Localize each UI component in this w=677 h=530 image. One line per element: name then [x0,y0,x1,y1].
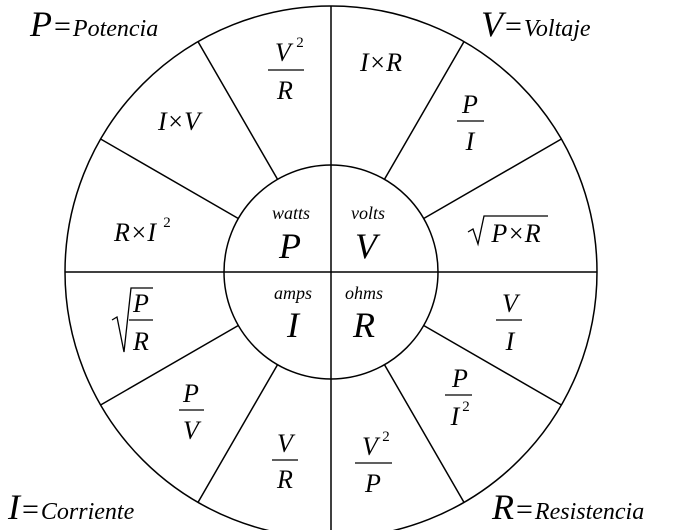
legend-power-equals: = [54,10,71,43]
legend-power-symbol: P [30,4,52,44]
formula-p-over-v: P V [179,379,204,445]
volts-label: volts [351,203,385,223]
amps-label: amps [274,283,312,303]
legend-current-equals: = [22,493,39,526]
formula-i-times-r: I×R [359,48,402,77]
formula-sqrt-p-over-r: P R [111,287,153,356]
svg-text:2: 2 [296,35,304,51]
svg-text:V: V [277,429,296,458]
legend-resistance-symbol: R [492,487,514,527]
formula-v2-over-p: V 2 P [355,429,392,498]
radical-sign [111,287,153,353]
legend-power-word: Potencia [72,16,159,42]
legend-voltage-symbol: V [481,4,503,44]
legend-current: I=Corriente [8,489,134,525]
formula-v2-over-r: V 2 R [268,35,304,105]
svg-text:P: P [364,469,381,498]
radical-sign [467,215,548,247]
svg-text:P: P [461,90,478,119]
power-symbol: P [278,226,301,266]
svg-text:R: R [132,327,149,356]
legend-current-symbol: I [8,487,20,527]
formula-r-times-i2: R×I 2 [113,215,171,247]
sector-dividers [65,6,597,530]
svg-text:I: I [505,327,516,356]
svg-text:I: I [465,127,476,156]
watts-label: watts [272,203,310,223]
legend-resistance-equals: = [516,493,533,526]
svg-text:R×I: R×I [113,218,157,247]
formula-p-over-i: P I [457,90,484,156]
formula-sqrt-p-times-r: P×R [467,215,548,248]
voltage-symbol: V [355,226,381,266]
svg-text:P: P [451,364,468,393]
ohms-label: ohms [345,283,383,303]
formula-v-over-r: V R [272,429,298,494]
svg-text:R: R [276,76,293,105]
resistance-symbol: R [352,305,375,345]
legend-voltage-word: Voltaje [523,16,591,42]
svg-text:2: 2 [462,399,470,415]
legend-voltage: V=Voltaje [481,6,591,42]
formula-p-over-i2: P I 2 [445,364,472,431]
legend-power: P=Potencia [30,6,158,42]
formula-v-over-i: V I [496,289,522,356]
svg-text:P: P [182,379,199,408]
svg-text:2: 2 [382,429,390,445]
svg-text:I: I [450,402,461,431]
svg-text:P: P [132,289,149,318]
legend-current-word: Corriente [40,499,135,525]
svg-text:2: 2 [163,215,171,231]
svg-text:V: V [502,289,521,318]
legend-resistance-word: Resistencia [534,499,645,525]
svg-text:R: R [276,465,293,494]
svg-text:P×R: P×R [490,219,540,248]
current-symbol: I [286,305,301,345]
formula-i-times-v: I×V [157,107,203,136]
legend-resistance: R=Resistencia [492,489,644,525]
legend-voltage-equals: = [505,10,522,43]
svg-text:V: V [362,432,381,461]
svg-text:V: V [275,38,294,67]
svg-text:V: V [183,416,202,445]
